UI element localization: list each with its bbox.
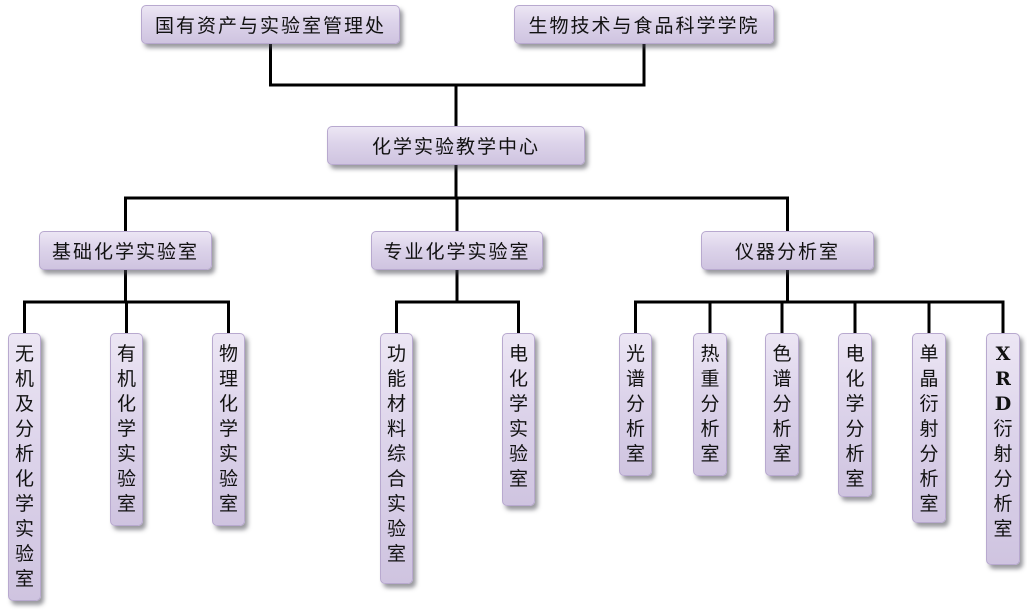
lab-node-chromato: 色谱分析室 xyxy=(765,333,799,476)
lab-label-physical: 物理化学实验室 xyxy=(218,343,238,515)
lab-label-electrochem: 电化学分析室 xyxy=(845,343,865,490)
lab-node-organic: 有机化学实验室 xyxy=(110,333,143,526)
group-node-professional: 专业化学实验室 xyxy=(371,231,543,270)
parent-label-assets: 国有资产与实验室管理处 xyxy=(154,15,386,37)
group-label-basic: 基础化学实验室 xyxy=(51,241,199,263)
parent-label-college: 生物技术与食品科学学院 xyxy=(528,15,760,37)
group-label-instrument: 仪器分析室 xyxy=(734,241,840,263)
lab-node-electrochem: 电化学分析室 xyxy=(838,333,872,497)
lab-label-electro: 电化学实验室 xyxy=(508,343,528,490)
lab-node-thermo: 热重分析室 xyxy=(693,333,727,476)
parent-node-college: 生物技术与食品科学学院 xyxy=(514,5,774,44)
center-label: 化学实验教学中心 xyxy=(371,136,540,158)
parent-node-assets: 国有资产与实验室管理处 xyxy=(141,5,400,44)
lab-node-inorganic: 无机及分析化学实验室 xyxy=(8,333,41,601)
lab-label-organic: 有机化学实验室 xyxy=(116,343,136,515)
lab-label-spectro: 光谱分析室 xyxy=(625,343,645,465)
group-node-basic: 基础化学实验室 xyxy=(39,231,212,270)
group-label-professional: 专业化学实验室 xyxy=(383,241,531,263)
lab-node-materials: 功能材料综合实验室 xyxy=(380,333,413,584)
lab-node-electro: 电化学实验室 xyxy=(502,333,535,506)
lab-node-spectro: 光谱分析室 xyxy=(619,333,652,476)
center-node: 化学实验教学中心 xyxy=(327,126,585,165)
lab-label-chromato: 色谱分析室 xyxy=(772,343,792,465)
lab-label-singlecrystal: 单晶衍射分析室 xyxy=(919,343,939,515)
lab-label-inorganic: 无机及分析化学实验室 xyxy=(14,343,34,590)
group-node-instrument: 仪器分析室 xyxy=(701,231,874,270)
lab-node-physical: 物理化学实验室 xyxy=(212,333,245,526)
lab-label-materials: 功能材料综合实验室 xyxy=(386,343,406,565)
lab-label-thermo: 热重分析室 xyxy=(700,343,720,465)
lab-node-singlecrystal: 单晶衍射分析室 xyxy=(912,333,946,523)
